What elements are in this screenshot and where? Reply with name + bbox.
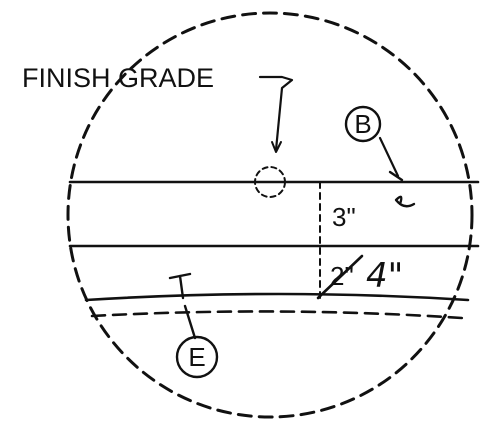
marker-b-label: B <box>354 109 371 139</box>
detail-boundary-circle <box>66 11 474 419</box>
marker-b-squiggle <box>388 170 416 208</box>
finish-grade-label: FINISH GRADE <box>22 63 214 93</box>
marker-e-label: E <box>188 342 205 372</box>
dimension-3in: 3" <box>332 202 356 232</box>
marker-e-leader <box>168 272 197 340</box>
correction-strike <box>316 254 364 300</box>
marker-b-circle <box>344 105 382 143</box>
dimension-handwritten-4in: 4" <box>366 256 403 296</box>
subgrade-dashed-line <box>90 310 464 320</box>
marker-b-leader <box>378 136 400 178</box>
subgrade-line <box>84 292 470 302</box>
finish-grade-leader <box>258 75 294 152</box>
marker-e-circle <box>175 335 219 379</box>
leader-arrowhead <box>271 141 282 153</box>
